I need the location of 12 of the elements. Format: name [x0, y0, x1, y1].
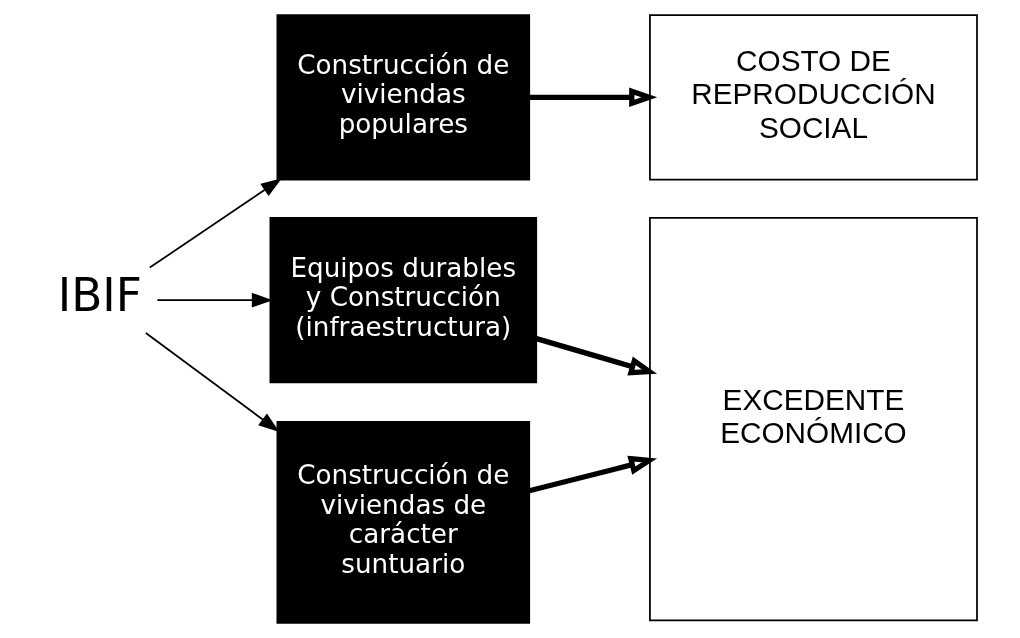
arrow	[148, 178, 282, 269]
node-box: Equipos durables y Construcción (infraestructura)	[269, 217, 538, 384]
arrow	[156, 292, 273, 308]
node-box: Construcción de viviendas de carácter suntuario	[276, 420, 531, 624]
node-box: EXCEDENTE ECONÓMICO	[649, 217, 978, 622]
node-text: IBIF	[57, 269, 142, 323]
arrow	[145, 332, 280, 432]
arrow	[529, 87, 658, 108]
node-box: COSTO DE REPRODUCCIÓN SOCIAL	[649, 14, 978, 181]
arrow	[535, 336, 657, 376]
node-box: Construcción de viviendas populares	[276, 14, 531, 181]
arrow	[528, 455, 657, 494]
